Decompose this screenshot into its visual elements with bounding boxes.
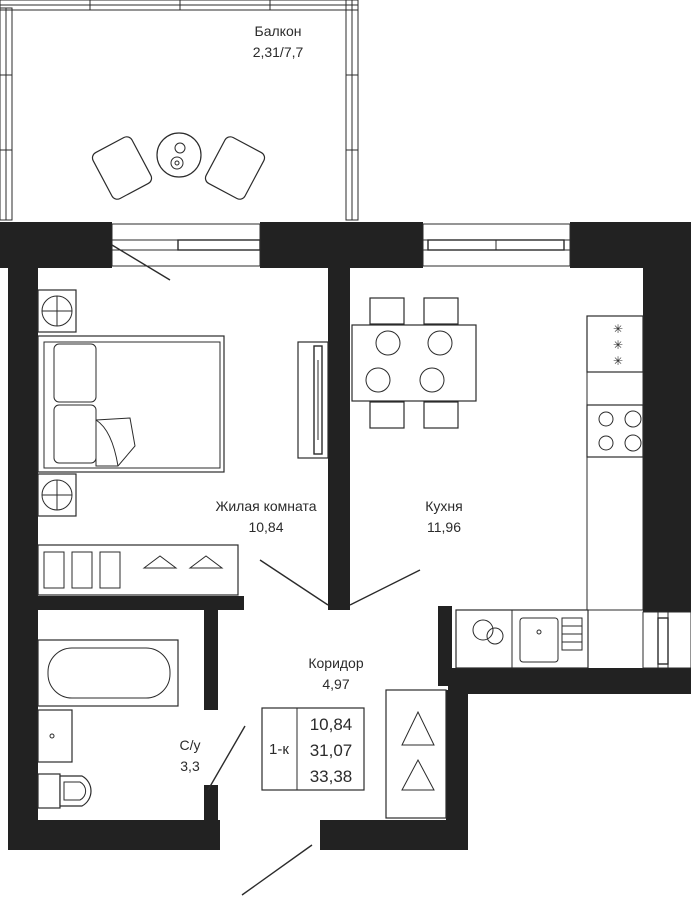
- balcony-chair-right-icon: [204, 136, 266, 200]
- bathroom-fixtures: [37, 639, 179, 809]
- apartment-type: 1-к: [269, 741, 289, 758]
- bedside-lamp-top-icon: [37, 289, 77, 333]
- corridor-label: Коридор: [308, 655, 364, 671]
- bathtub-icon: [37, 639, 179, 707]
- living-area-value: 10,84: [310, 715, 353, 734]
- total-area-value: 31,07: [310, 741, 353, 760]
- balcony-label: Балкон: [255, 23, 302, 39]
- living-room-area: 10,84: [248, 519, 283, 535]
- toilet-icon: [37, 773, 92, 809]
- window-kitchen-side: [642, 611, 691, 669]
- counter-right-icon: [586, 371, 644, 611]
- door-bathroom: [207, 725, 246, 791]
- dining-chairs-icon: [369, 297, 459, 429]
- stove-icon: [586, 404, 644, 458]
- total-with-balcony-value: 33,38: [310, 767, 353, 786]
- svg-text:✳: ✳: [613, 354, 623, 368]
- corridor-wardrobe-icon: [385, 689, 447, 819]
- svg-text:✳: ✳: [613, 338, 623, 352]
- balcony-rail-ticks: [0, 0, 358, 151]
- bedside-lamp-bottom-icon: [37, 473, 77, 517]
- window-balcony-door: [111, 223, 261, 281]
- balcony: [0, 0, 359, 221]
- bed-icon: [37, 335, 225, 473]
- kitchen-area: 11,96: [427, 519, 461, 535]
- door-kitchen: [349, 569, 421, 606]
- kitchen-label: Кухня: [425, 498, 462, 514]
- living-room-label: Жилая комната: [215, 498, 316, 514]
- kitchen-sink-icon: [519, 617, 583, 663]
- door-living: [259, 559, 329, 606]
- doors: [207, 559, 421, 896]
- bathroom-label: С/у: [180, 737, 201, 753]
- tv-stand-icon: [297, 341, 329, 459]
- area-summary-box: 1-к 10,84 31,07 33,38: [261, 707, 365, 791]
- balcony-area: 2,31/7,7: [253, 44, 304, 60]
- living-room-furniture: [37, 289, 329, 596]
- walls: [0, 222, 691, 850]
- fridge-icon: ✳ ✳ ✳: [586, 315, 644, 373]
- corridor-area: 4,97: [322, 676, 349, 692]
- bathroom-area: 3,3: [180, 758, 200, 774]
- balcony-chair-left-icon: [91, 136, 153, 200]
- window-kitchen: [422, 223, 571, 267]
- kitchen-furniture: ✳ ✳ ✳: [351, 297, 644, 669]
- dining-table-icon: [351, 324, 477, 402]
- balcony-table-icon: [156, 132, 202, 178]
- windows: [111, 223, 691, 669]
- svg-text:✳: ✳: [613, 322, 623, 336]
- wardrobe-icon: [37, 544, 239, 596]
- kitchen-hob-icon: [472, 619, 504, 645]
- door-entrance: [241, 844, 313, 896]
- washbasin-icon: [37, 709, 73, 763]
- counter-bottom-icon: [455, 609, 589, 669]
